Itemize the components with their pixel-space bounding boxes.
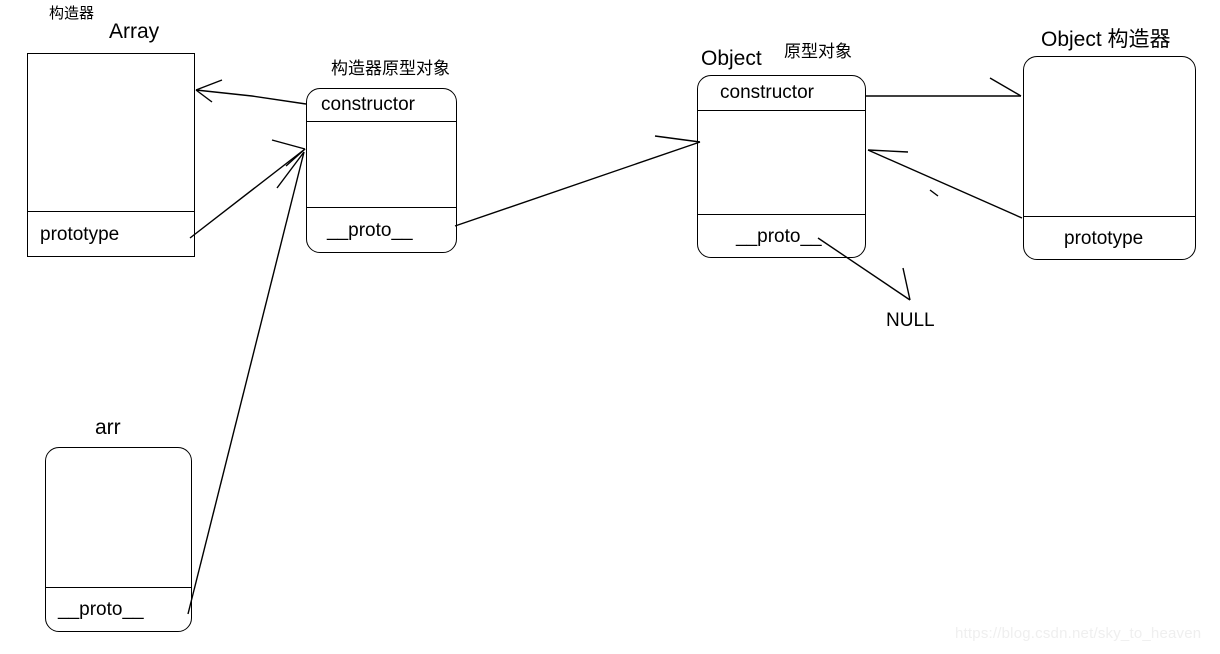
array-box-divider <box>28 211 194 212</box>
object-constructor-row-prototype[interactable]: prototype <box>1024 217 1195 260</box>
array-box-caption-cjk: 构造器 <box>49 5 95 22</box>
array-box-row-empty <box>28 54 194 211</box>
box-object-constructor[interactable]: prototype <box>1023 56 1196 260</box>
box-array-constructor[interactable]: prototype <box>27 53 195 257</box>
edge-array-prototype-to-prototype-object <box>189 139 306 239</box>
object-prototype-divider-bottom <box>698 214 865 215</box>
edge-prototype-object-proto-to-object-prototype <box>454 135 701 227</box>
prototype-object-proto-label: __proto__ <box>327 219 413 241</box>
object-prototype-row-proto[interactable]: __proto__ <box>698 215 865 258</box>
prototype-object-divider-top <box>307 121 456 122</box>
object-prototype-box-caption-latin: Object <box>701 47 762 70</box>
prototype-object-row-proto[interactable]: __proto__ <box>307 208 456 253</box>
object-constructor-row-empty <box>1024 57 1195 216</box>
box-arr-instance[interactable]: __proto__ <box>45 447 192 632</box>
arr-box-row-proto[interactable]: __proto__ <box>46 588 191 632</box>
object-prototype-divider-top <box>698 110 865 111</box>
arr-box-row-empty <box>46 448 191 587</box>
object-prototype-row-empty <box>698 111 865 214</box>
object-constructor-divider <box>1024 216 1195 217</box>
object-prototype-row-constructor[interactable]: constructor <box>698 76 865 110</box>
array-box-row-prototype[interactable]: prototype <box>28 212 194 257</box>
prototype-object-constructor-label: constructor <box>321 94 415 115</box>
array-box-prototype-label: prototype <box>40 223 120 245</box>
array-box-caption-latin: Array <box>109 20 160 43</box>
arr-box-divider <box>46 587 191 588</box>
edge-object-constructor-to-object-function <box>866 77 1022 97</box>
object-constructor-prototype-label: prototype <box>1064 227 1144 249</box>
edge-object-prototype-to-object-prototype-object <box>867 149 1023 219</box>
object-prototype-constructor-label: constructor <box>720 82 814 103</box>
prototype-object-row-empty <box>307 122 456 207</box>
box-constructor-prototype-object[interactable]: constructor __proto__ <box>306 88 457 253</box>
prototype-object-box-caption: 构造器原型对象 <box>331 59 450 78</box>
edge-arr-proto-to-prototype-object <box>187 151 305 615</box>
arr-box-caption: arr <box>95 416 121 439</box>
object-prototype-box-caption-cjk: 原型对象 <box>784 42 852 61</box>
prototype-object-row-constructor[interactable]: constructor <box>307 89 456 121</box>
edge-constructor-to-array <box>195 79 307 105</box>
box-object-prototype-object[interactable]: constructor __proto__ <box>697 75 866 258</box>
arr-box-proto-label: __proto__ <box>58 599 144 620</box>
null-terminal-label: NULL <box>886 310 935 331</box>
object-prototype-proto-label: __proto__ <box>736 225 822 247</box>
prototype-object-divider-bottom <box>307 207 456 208</box>
watermark: https://blog.csdn.net/sky_to_heaven <box>955 625 1202 642</box>
object-constructor-box-caption: Object 构造器 <box>1041 28 1171 51</box>
